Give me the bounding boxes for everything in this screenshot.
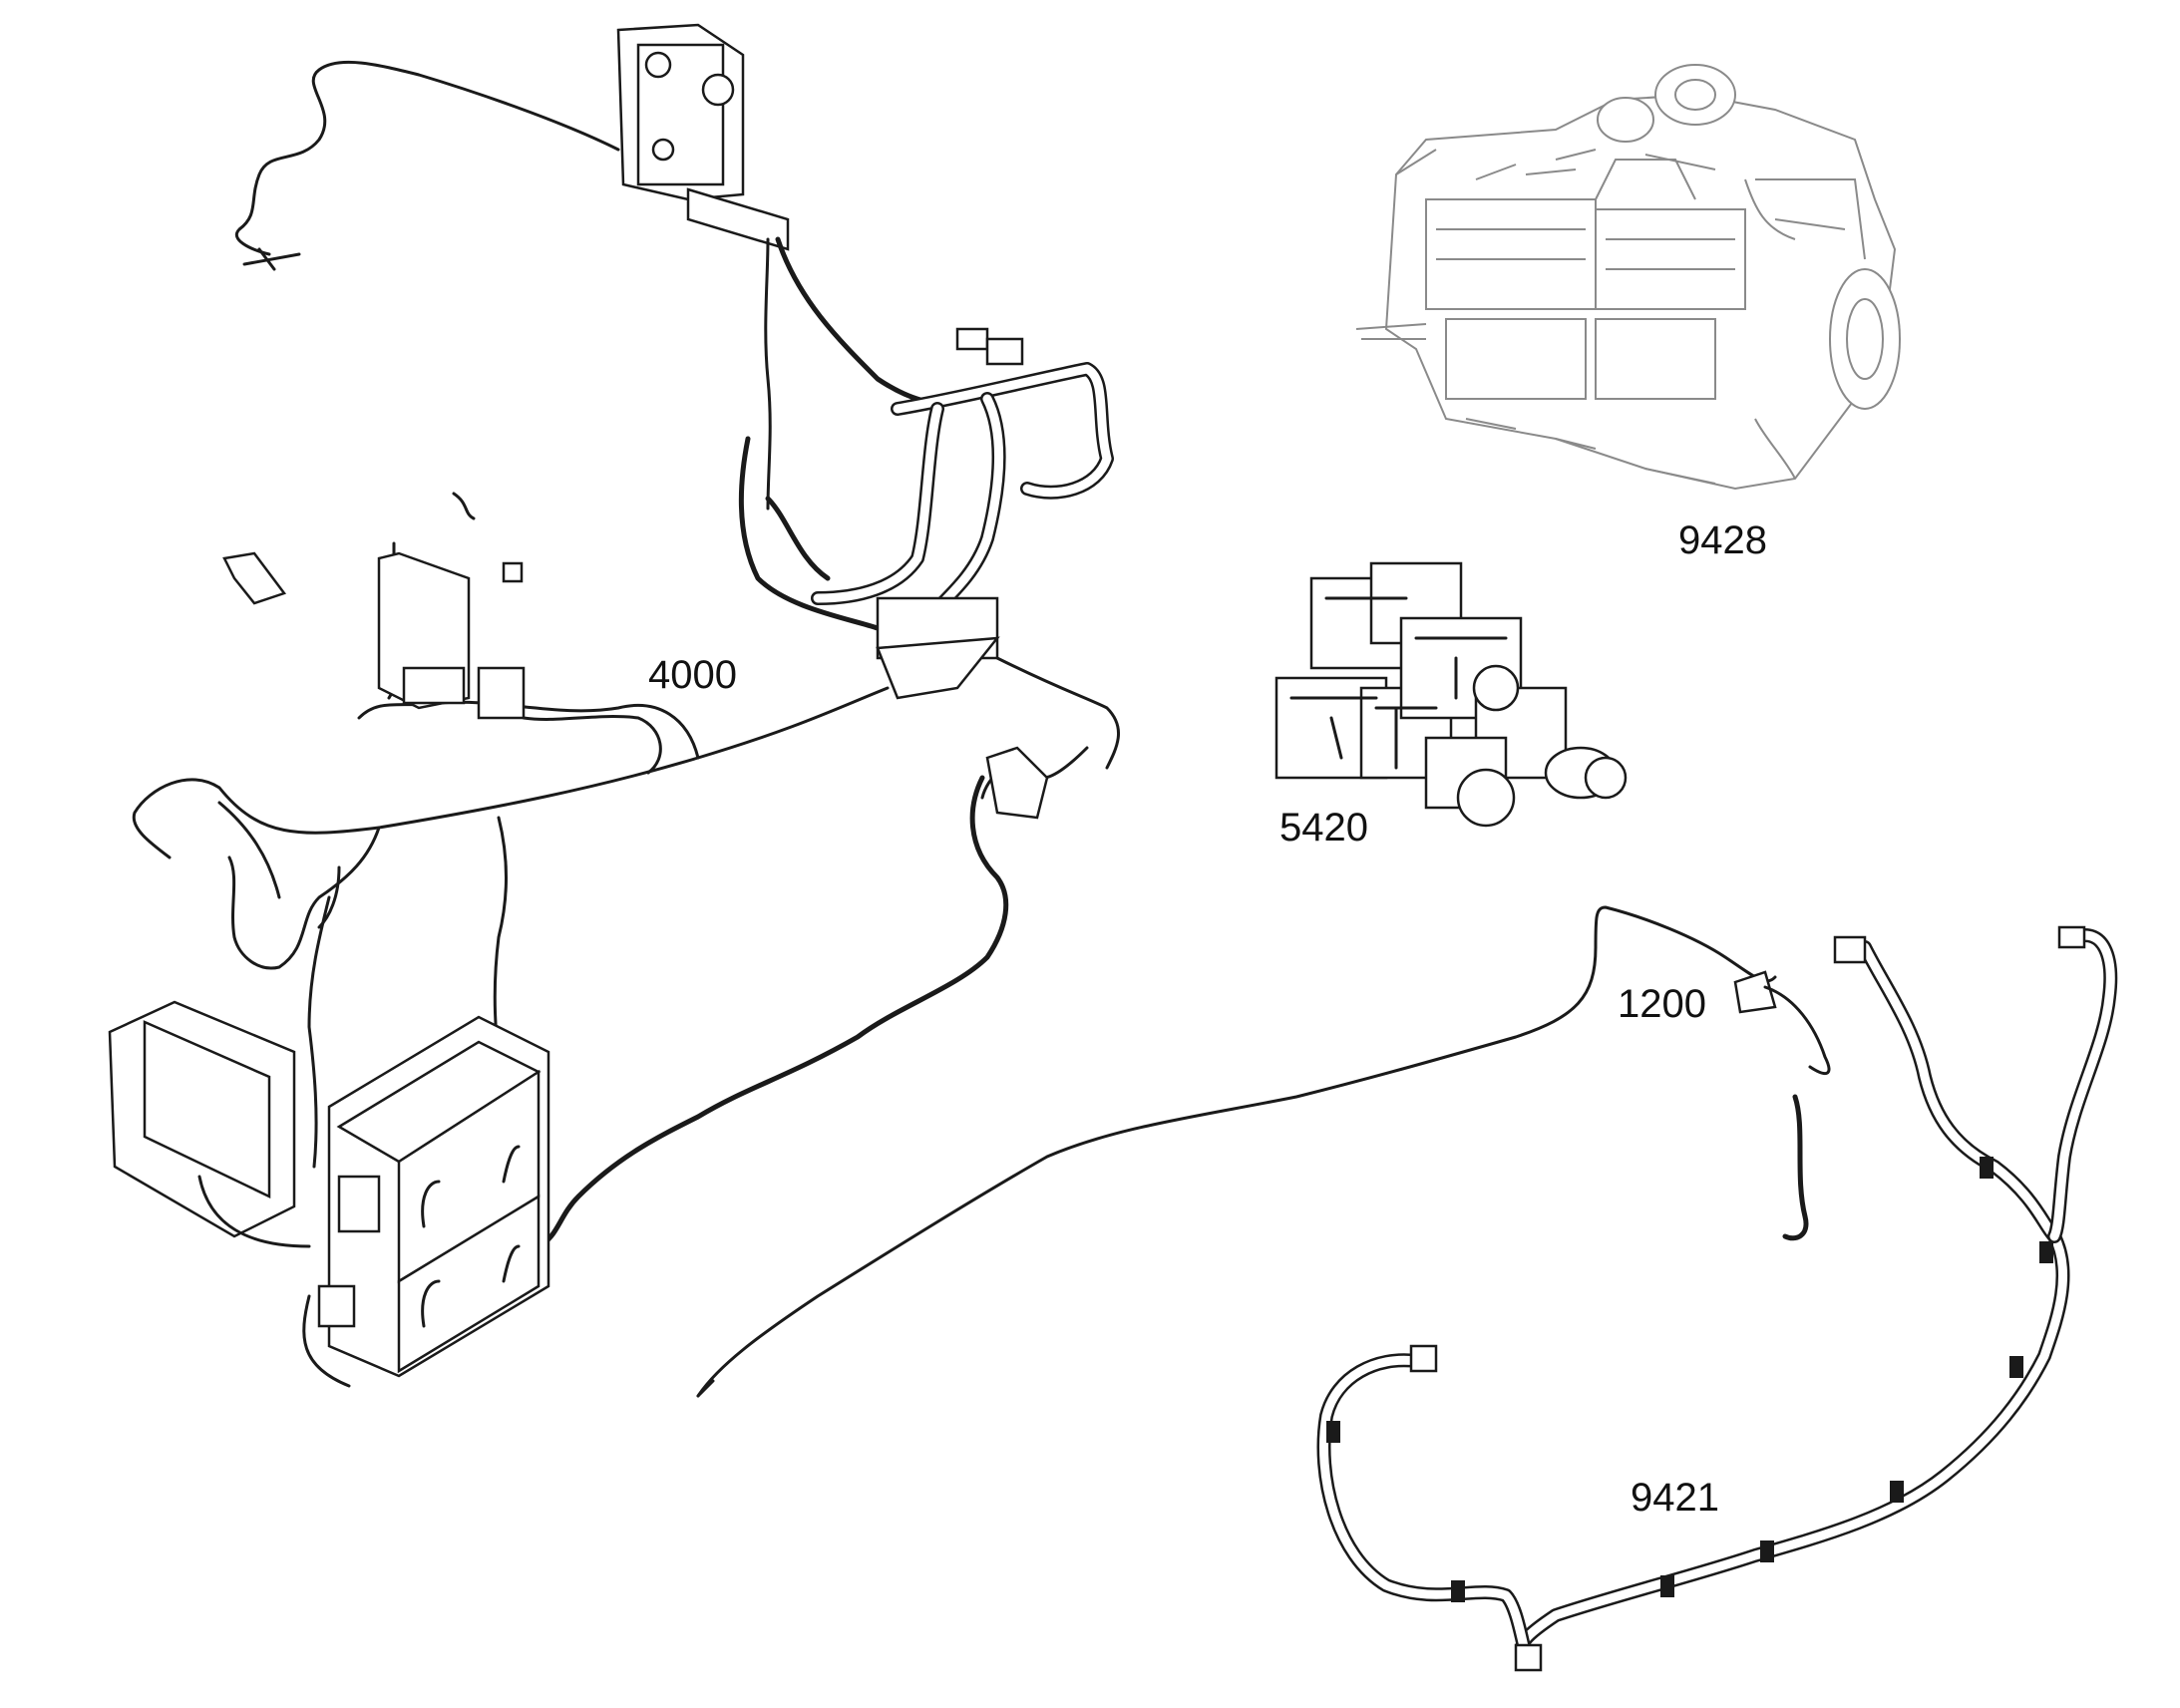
pump-assembly-drawing bbox=[1274, 561, 1628, 828]
label-9428: 9428 bbox=[1678, 518, 1767, 562]
engine-drawing bbox=[1355, 64, 1901, 491]
sensor-harness-drawing bbox=[696, 905, 1831, 1398]
label-4000: 4000 bbox=[648, 653, 737, 697]
label-1200: 1200 bbox=[1618, 982, 1706, 1026]
label-9421: 9421 bbox=[1631, 1476, 1719, 1520]
tube-harness-drawing bbox=[1316, 925, 2118, 1672]
main-harness-drawing bbox=[108, 23, 1121, 1388]
label-5420: 5420 bbox=[1279, 806, 1368, 850]
